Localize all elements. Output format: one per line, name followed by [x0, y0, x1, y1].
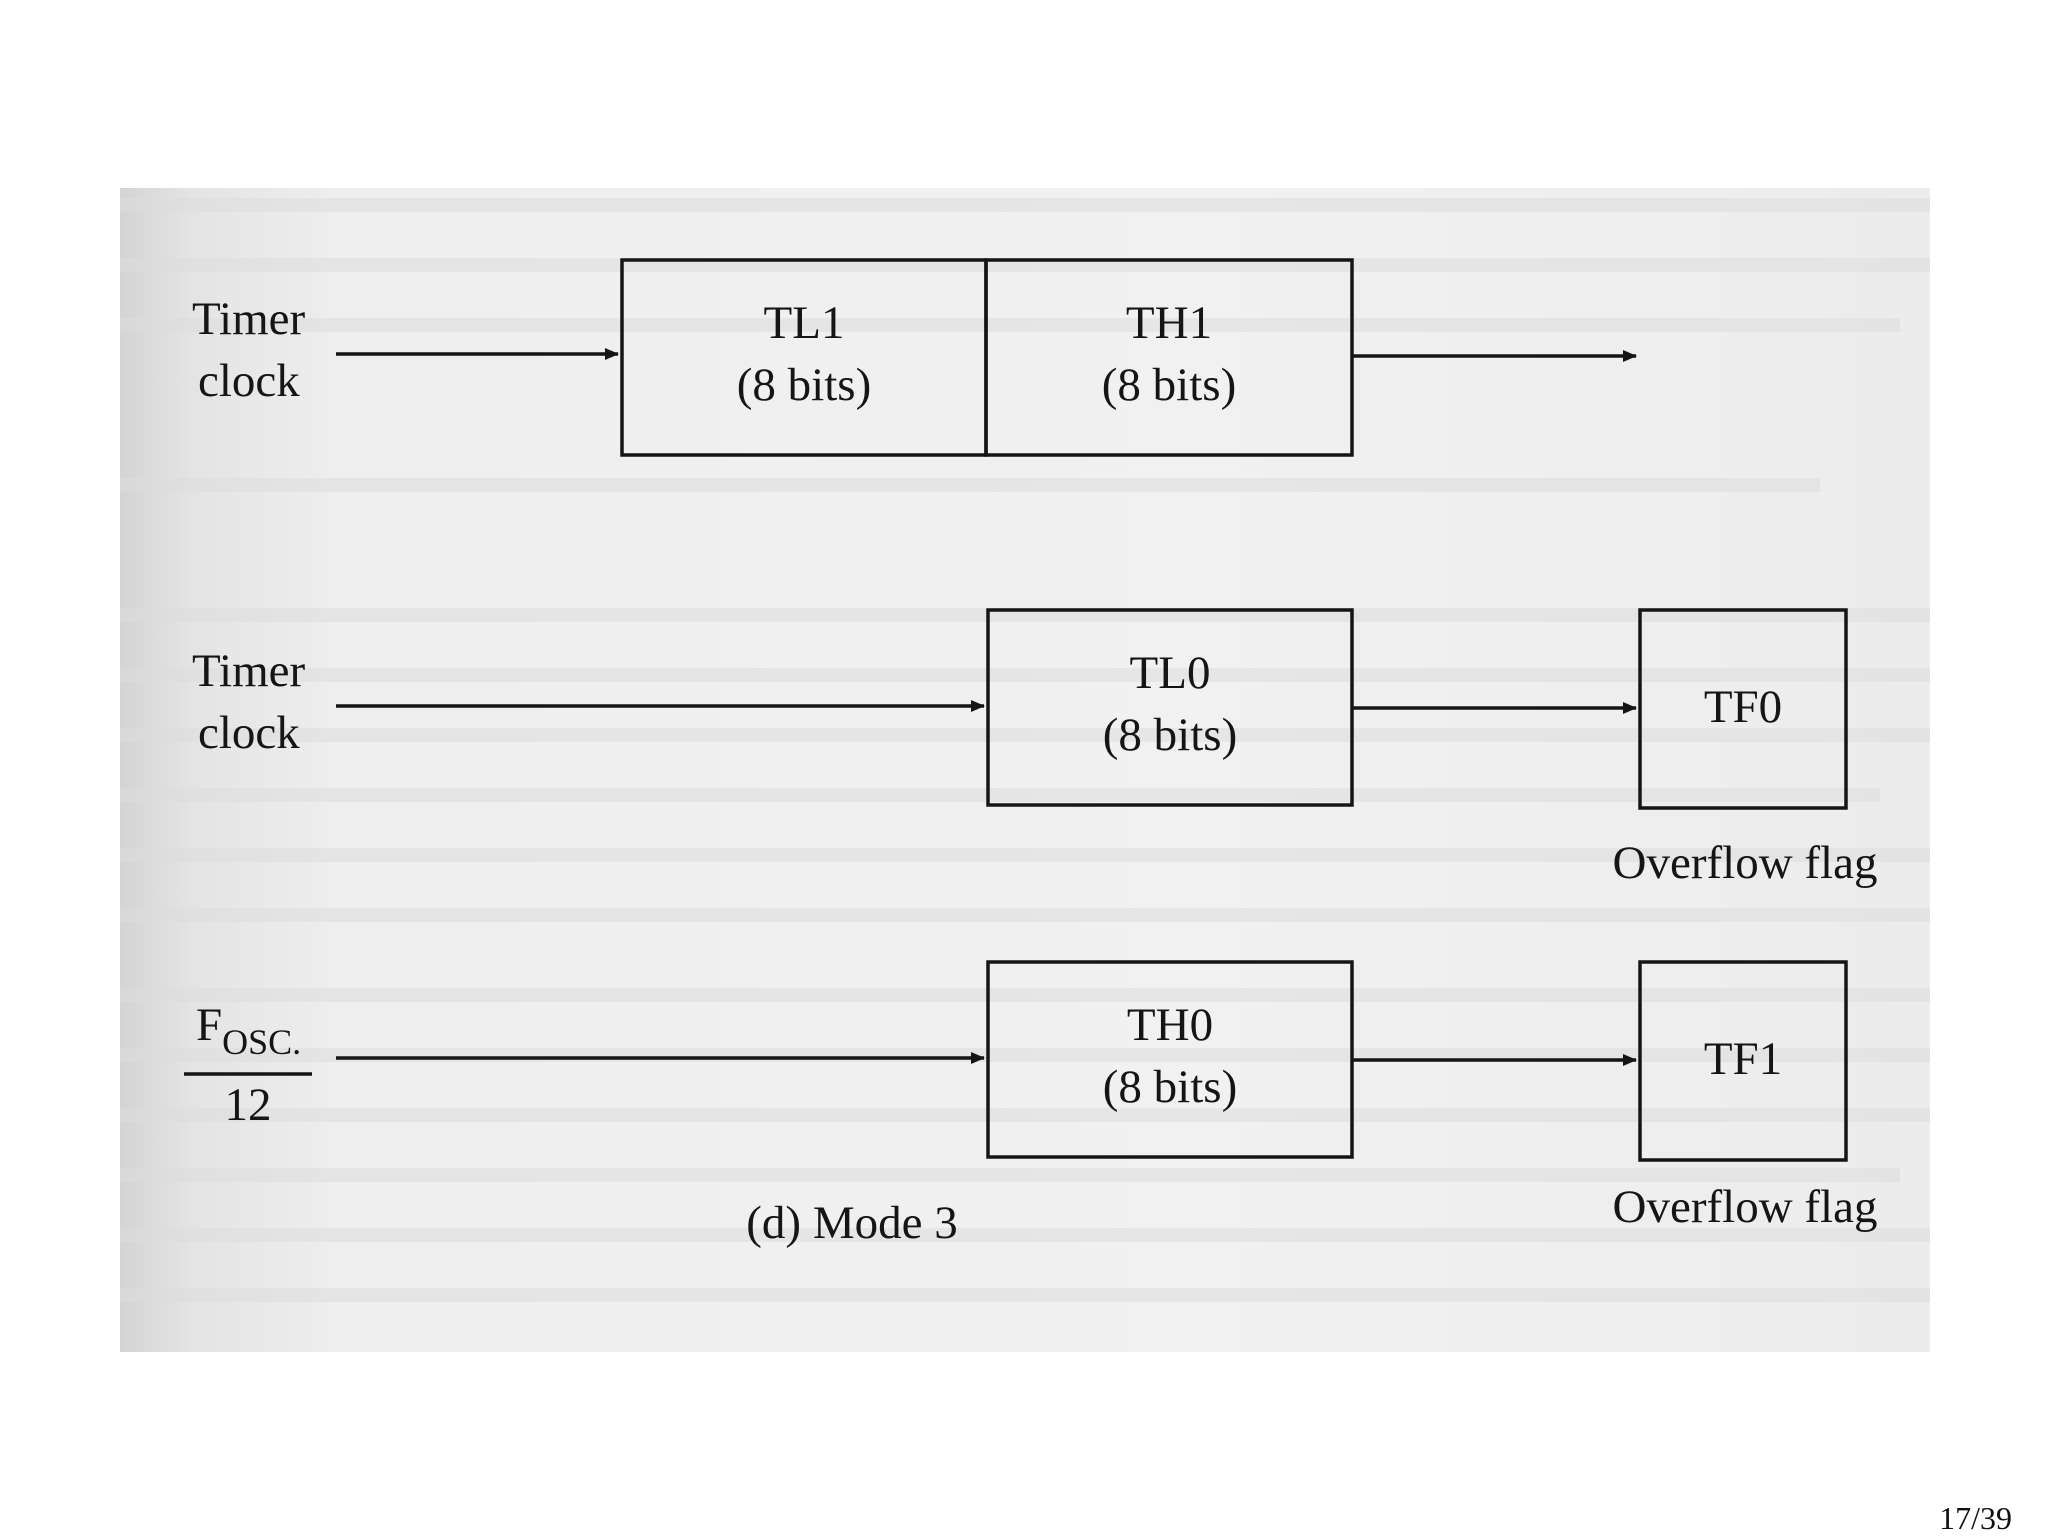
th0-register-box	[986, 960, 1354, 1159]
th1-bit-width: (8 bits)	[1102, 359, 1236, 411]
show-through-line	[120, 988, 1930, 1002]
tl0-register-box	[986, 608, 1354, 807]
tf1-flag-label: TF1	[1704, 1033, 1782, 1085]
show-through-line	[120, 1228, 1930, 1242]
show-through-line	[120, 788, 1880, 802]
tl1-register-box	[620, 258, 988, 457]
timer0-tl0-row: Timer clock TL0 (8 bits) TF0 Overflow fl…	[192, 608, 1878, 889]
tf0-flag-label: TF0	[1704, 681, 1782, 733]
tf0-flag-box	[1638, 608, 1848, 810]
show-through-line	[120, 608, 1930, 622]
timer1-th0-row: FOSC. 12 TH0 (8 bits) TF1 Overflow flag	[184, 960, 1878, 1233]
tf1-overflow-caption: Overflow flag	[1613, 1181, 1878, 1233]
input-label-clock: clock	[198, 355, 300, 407]
show-through-line	[120, 1168, 1900, 1182]
show-through-line	[120, 1288, 1930, 1302]
input-label-timer: Timer	[192, 645, 306, 697]
th0-register-label: TH0	[1127, 999, 1213, 1051]
divider-value: 12	[225, 1079, 272, 1131]
tl1-register-label: TL1	[764, 297, 845, 349]
show-through-line	[120, 258, 1930, 272]
tf0-overflow-caption: Overflow flag	[1613, 837, 1878, 889]
tf1-flag-box	[1638, 960, 1848, 1162]
tl1-bit-width: (8 bits)	[737, 359, 871, 411]
th0-bit-width: (8 bits)	[1103, 1061, 1237, 1113]
tl0-bit-width: (8 bits)	[1103, 709, 1237, 761]
th1-register-label: TH1	[1126, 297, 1212, 349]
timer1-mode3-row: Timer clock TL1 (8 bits) TH1 (8 bits)	[192, 258, 1637, 457]
fosc-subscript: OSC.	[222, 1022, 301, 1062]
show-through-line	[120, 848, 1930, 862]
show-through-line	[120, 198, 1930, 212]
fosc-main: F	[196, 999, 222, 1051]
page-number: 17/39	[1939, 1500, 2012, 1536]
show-through-line	[120, 728, 1930, 742]
show-through-line	[120, 478, 1820, 492]
show-through-line	[120, 908, 1930, 922]
tl0-register-label: TL0	[1130, 647, 1211, 699]
figure-caption: (d) Mode 3	[746, 1197, 957, 1249]
th1-register-box	[984, 258, 1354, 457]
input-label-timer: Timer	[192, 293, 306, 345]
show-through-line	[120, 318, 1900, 332]
show-through-line	[120, 1108, 1930, 1122]
fosc-label: FOSC.	[196, 999, 301, 1062]
show-through-line	[120, 668, 1930, 682]
input-label-clock: clock	[198, 707, 300, 759]
